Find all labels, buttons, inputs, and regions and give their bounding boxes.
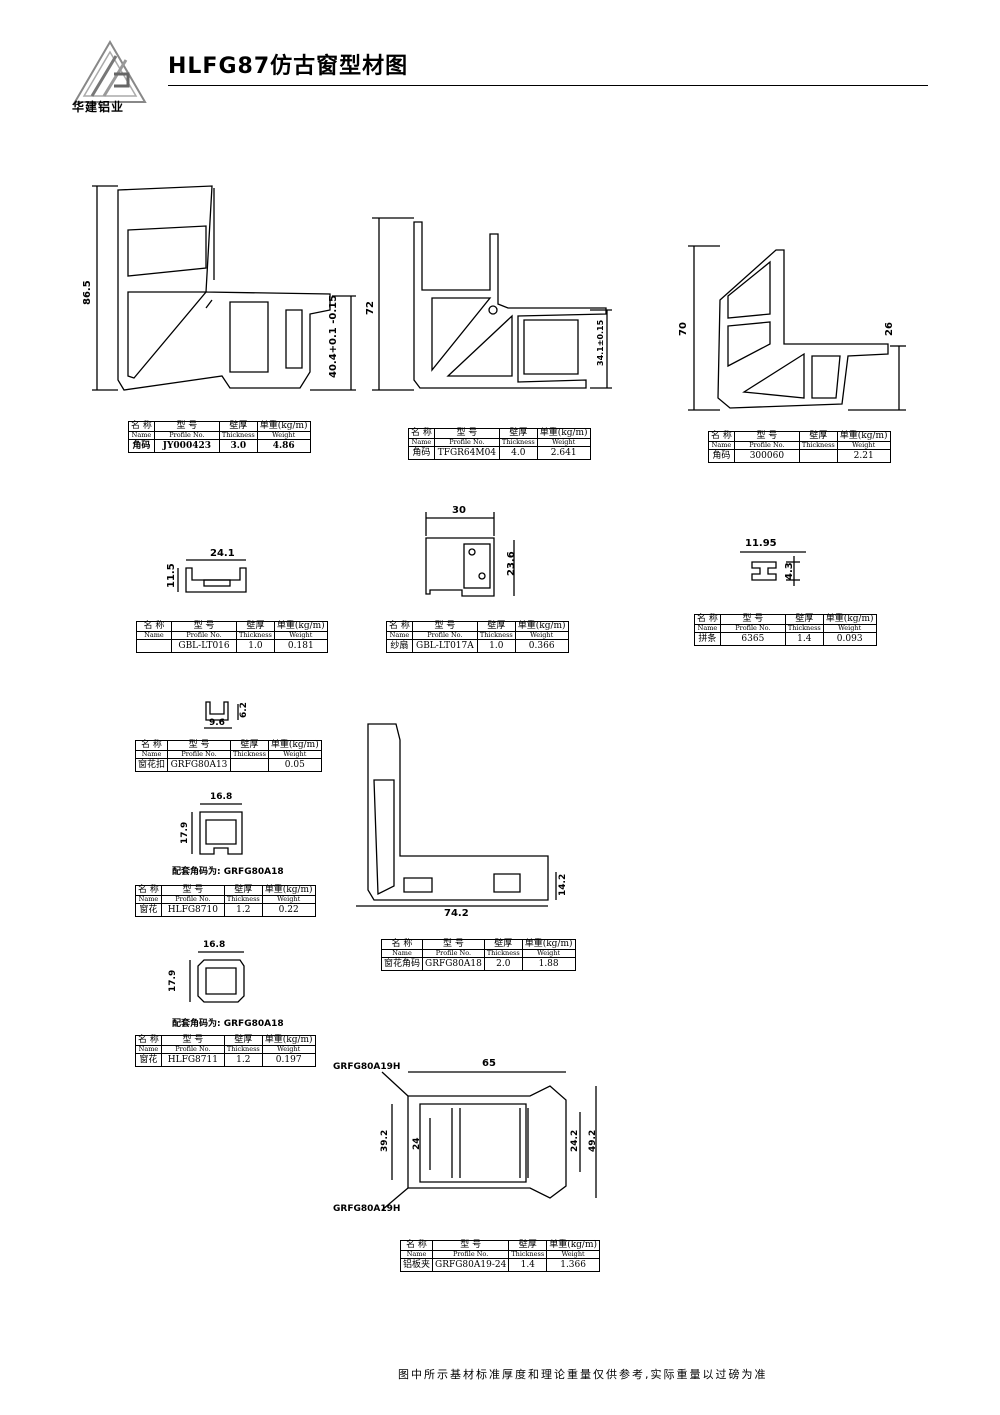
callout-label: GRFG80A19H bbox=[333, 1204, 401, 1214]
dim-label: 49.2 bbox=[588, 1129, 598, 1152]
dim-label: 16.8 bbox=[203, 940, 226, 950]
profile-drawing-grfg80a19-24 bbox=[381, 1071, 597, 1211]
callout-label: GRFG80A19H bbox=[333, 1062, 401, 1072]
table-name: 角码 bbox=[128, 439, 155, 453]
dim-label: 6.2 bbox=[239, 702, 249, 718]
dim-label: 17.9 bbox=[168, 969, 178, 992]
dim-label: 40.4+0.1 -0.15 bbox=[328, 294, 339, 378]
profile-drawing-grfg80a18 bbox=[356, 723, 557, 907]
table-thickness: 3.0 bbox=[218, 439, 258, 453]
logo-text: 华建铝业 bbox=[72, 100, 125, 114]
profile-drawing-hlfg8711 bbox=[189, 951, 245, 1003]
dim-label: 74.2 bbox=[444, 908, 469, 919]
profile-drawing-grfg80a13 bbox=[204, 701, 239, 729]
dim-label: 9.6 bbox=[209, 718, 225, 728]
dim-label: 26 bbox=[884, 322, 895, 336]
dim-label: 16.8 bbox=[210, 792, 233, 802]
dim-label: 72 bbox=[365, 301, 376, 315]
title-divider bbox=[168, 85, 928, 86]
table-weight: 4.86 bbox=[256, 439, 311, 453]
profile-drawing-jy000423 bbox=[92, 185, 356, 391]
profile-drawing-gbl-lt017a bbox=[425, 512, 515, 597]
dim-label: 4.3 bbox=[784, 562, 795, 580]
dim-label: 24.2 bbox=[570, 1129, 580, 1152]
dim-label: 34.1±0.15 bbox=[596, 319, 605, 366]
profile-drawing-gbl-lt016 bbox=[177, 559, 247, 593]
dim-label: 70 bbox=[678, 322, 689, 336]
profile-drawing-hlfg8710 bbox=[191, 803, 243, 855]
dim-label: 39.2 bbox=[380, 1129, 390, 1152]
dim-label: 24.1 bbox=[210, 548, 235, 559]
dim-label: 86.5 bbox=[82, 280, 93, 305]
dim-label: 11.95 bbox=[745, 538, 777, 549]
dim-label: 11.5 bbox=[166, 563, 177, 588]
matching-corner-note: 配套角码为: GRFG80A18 bbox=[172, 1019, 284, 1029]
matching-corner-note: 配套角码为: GRFG80A18 bbox=[172, 867, 284, 877]
profile-drawing-300060 bbox=[688, 245, 906, 411]
dim-label: 17.9 bbox=[180, 821, 190, 844]
dim-label: 30 bbox=[452, 505, 466, 516]
company-logo bbox=[73, 40, 147, 103]
dim-label: 24 bbox=[412, 1137, 422, 1150]
profile-drawing-tfgr64m04 bbox=[372, 217, 612, 391]
footer-note: 图中所示基材标准厚度和理论重量仅供参考,实际重量以过磅为准 bbox=[398, 1368, 768, 1381]
dim-label: 23.6 bbox=[506, 551, 517, 576]
profile-drawing-6365 bbox=[740, 551, 806, 586]
dim-label: 65 bbox=[482, 1058, 496, 1069]
page-title: HLFG87仿古窗型材图 bbox=[168, 54, 409, 79]
table-profile: JY000423 bbox=[153, 439, 220, 453]
dim-label: 14.2 bbox=[558, 873, 568, 896]
